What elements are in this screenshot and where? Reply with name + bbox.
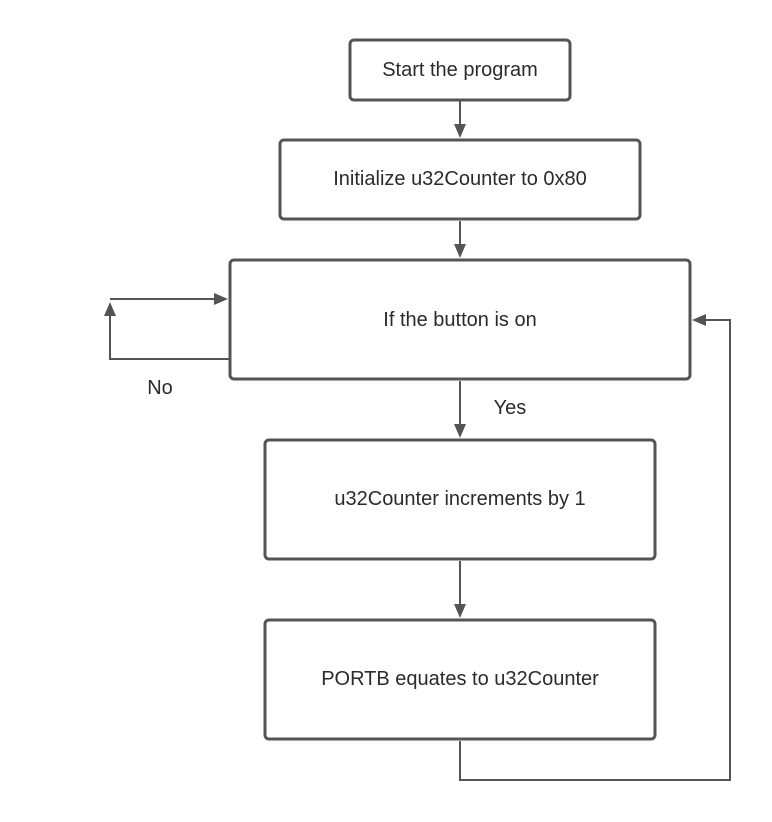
no-loop-arrow — [104, 293, 230, 360]
no-edge-label: No — [147, 377, 173, 399]
increment-to-assign-arrow — [454, 561, 466, 618]
assign-node-label: PORTB equates to u32Counter — [321, 668, 599, 690]
init-node: Initialize u32Counter to 0x80 — [278, 138, 642, 221]
start-node-label: Start the program — [382, 59, 538, 81]
increment-node: u32Counter increments by 1 — [263, 438, 657, 561]
condition-node-label: If the button is on — [383, 309, 536, 331]
init-node-label: Initialize u32Counter to 0x80 — [333, 168, 587, 190]
assign-node: PORTB equates to u32Counter — [263, 618, 657, 741]
start-to-init-arrow — [454, 101, 466, 138]
yes-arrow — [454, 381, 466, 438]
yes-edge-label: Yes — [494, 397, 527, 419]
increment-node-label: u32Counter increments by 1 — [334, 488, 585, 510]
condition-node: If the button is on — [228, 258, 692, 381]
init-to-condition-arrow — [454, 221, 466, 258]
start-node: Start the program — [348, 38, 572, 102]
return-loop-arrow — [459, 314, 731, 781]
